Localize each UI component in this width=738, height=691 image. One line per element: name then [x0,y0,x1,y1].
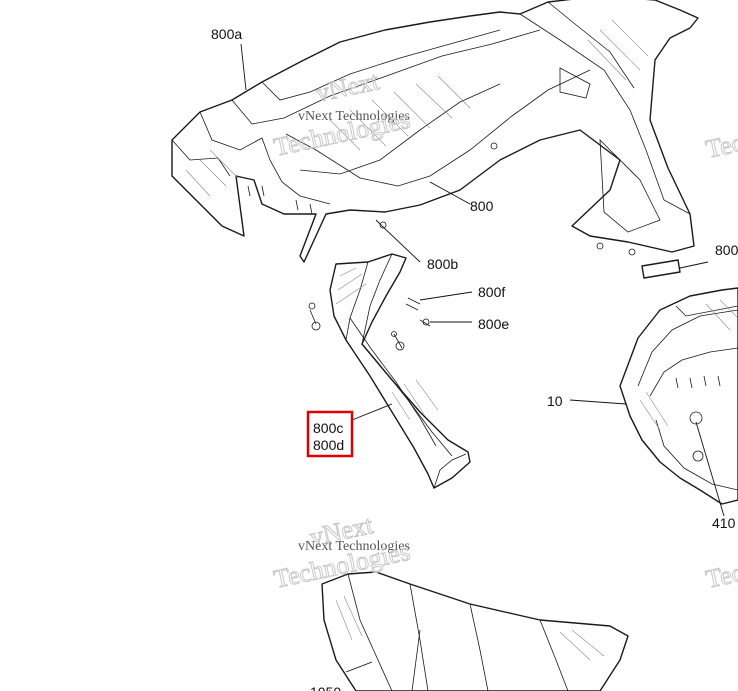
highlight-box [306,410,354,458]
callout-800a[interactable]: 800a [211,26,242,42]
callout-800-right[interactable]: 800 [715,242,738,258]
callout-10[interactable]: 10 [547,393,563,409]
callout-410[interactable]: 410 [712,515,736,531]
console-part-10[interactable] [619,287,738,505]
leader-lines [240,43,725,673]
side-panel-800c-800d[interactable] [329,253,471,489]
svg-text:Technologies: Technologies [703,107,738,164]
fastener-800f[interactable] [308,297,421,331]
svg-text:Technologies: Technologies [703,537,738,594]
callout-800f[interactable]: 800f [478,284,505,300]
svg-text:vNext Technologies: vNext Technologies [298,539,410,554]
callout-800b[interactable]: 800b [427,256,458,272]
lower-panel-1050[interactable] [321,571,629,691]
callout-800e[interactable]: 800e [478,316,509,332]
callout-800d[interactable]: 800d [313,437,344,453]
clip-part-800-right[interactable] [641,259,681,279]
callout-800c[interactable]: 800c [313,420,343,436]
svg-text:vNext Technologies: vNext Technologies [298,109,410,124]
callout-800[interactable]: 800 [470,198,494,214]
upper-body-panel-800[interactable] [171,0,699,263]
callout-1050[interactable]: 1050 [310,684,341,691]
fastener-800e[interactable] [391,318,431,351]
